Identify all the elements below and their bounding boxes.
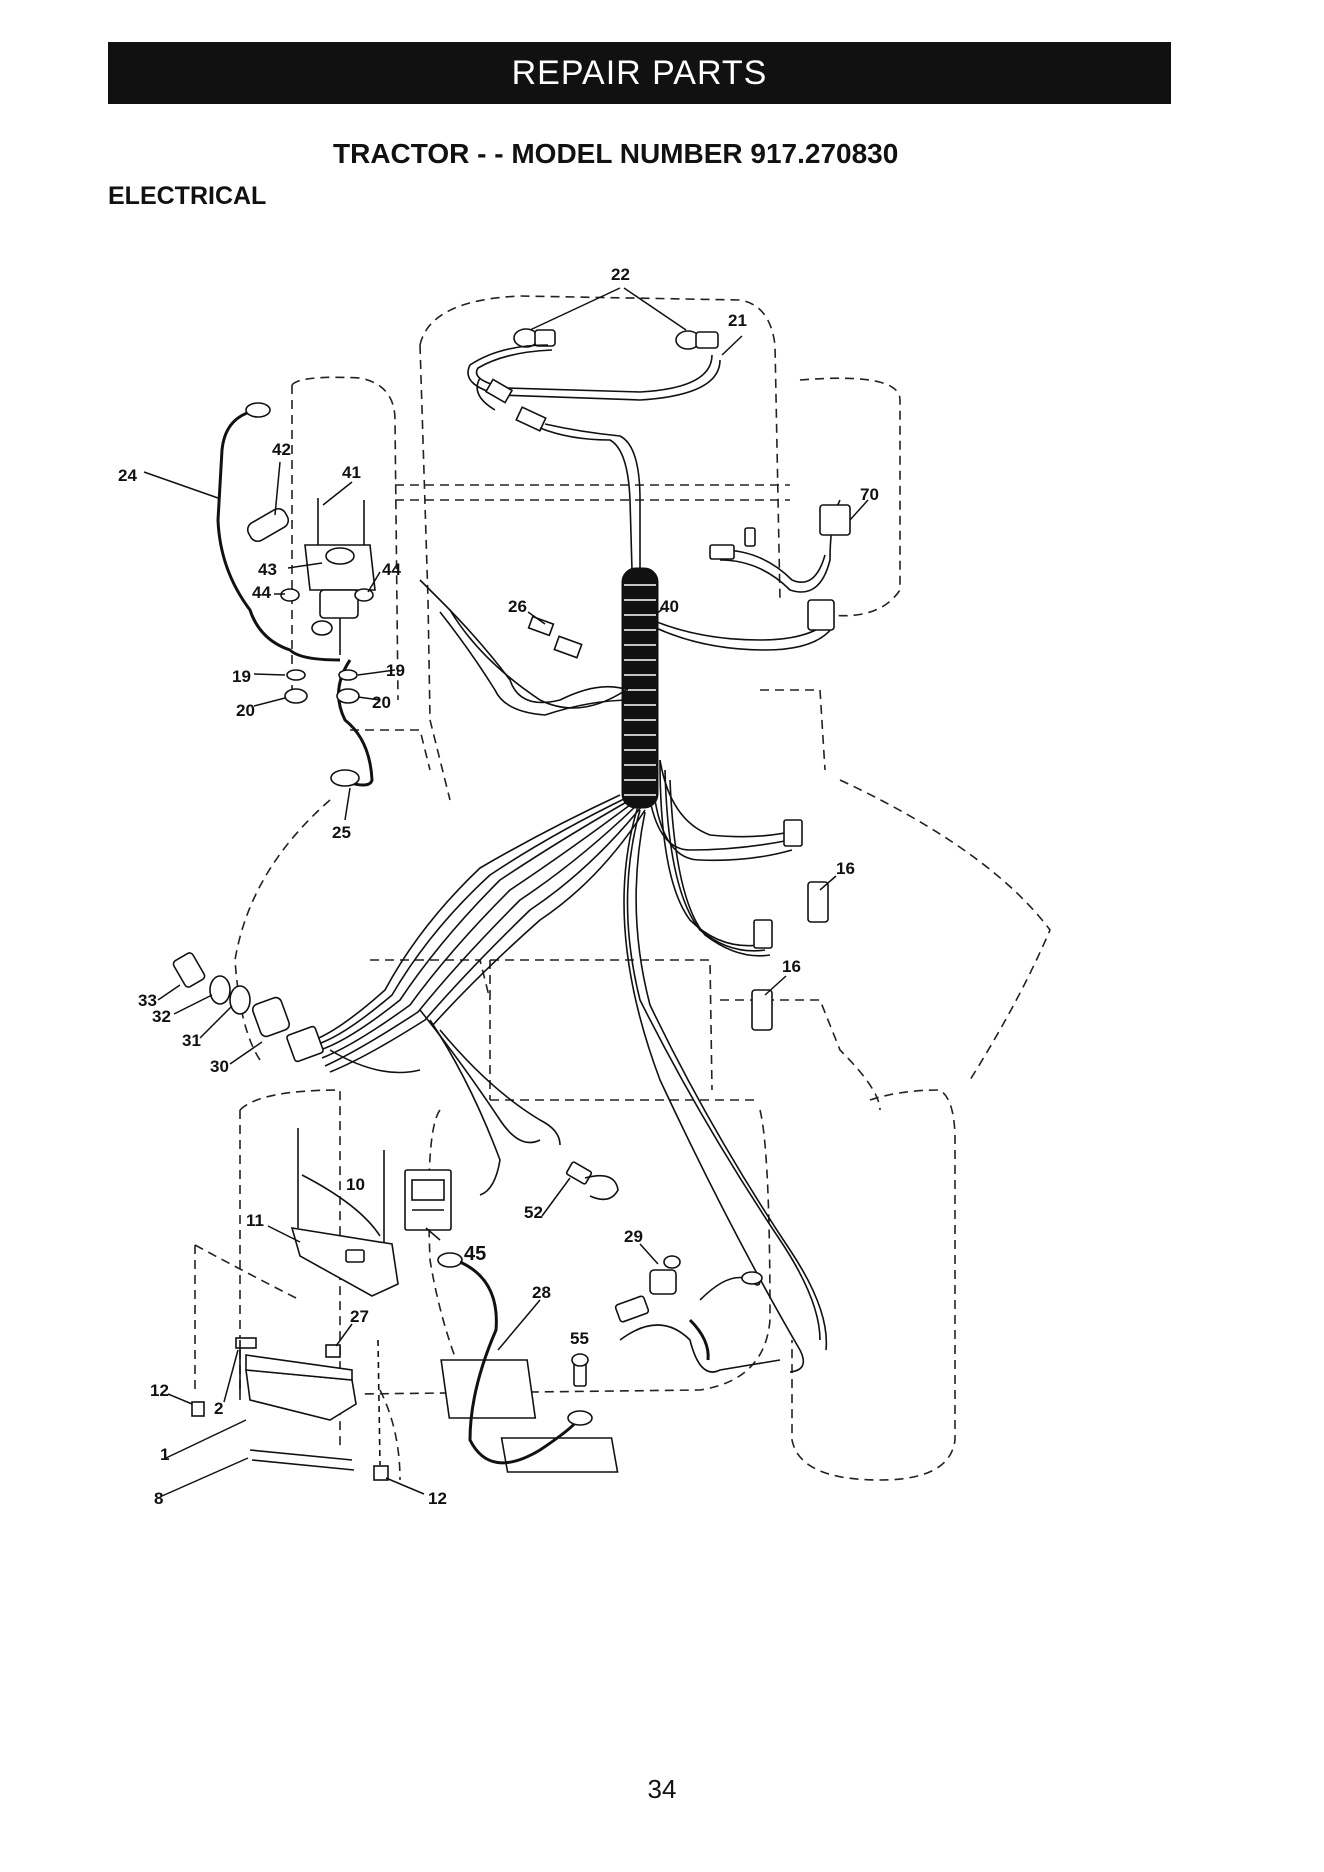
part-26-fuse <box>529 617 582 658</box>
callout-19-right: 19 <box>386 661 405 680</box>
callout-55: 55 <box>570 1329 589 1348</box>
callout-labels: 22 21 24 42 41 70 43 44 44 26 40 19 19 2… <box>118 265 879 1508</box>
callout-8: 8 <box>154 1489 163 1508</box>
callout-27: 27 <box>350 1307 369 1326</box>
leader-lines <box>144 288 868 1496</box>
callout-24: 24 <box>118 466 137 485</box>
callout-22: 22 <box>611 265 630 284</box>
callout-42: 42 <box>272 440 291 459</box>
callout-31: 31 <box>182 1031 201 1050</box>
callout-16-upper: 16 <box>836 859 855 878</box>
callout-16-lower: 16 <box>782 957 801 976</box>
coiled-harness <box>622 568 658 808</box>
switch-29 <box>650 1256 680 1294</box>
hour-meter-45 <box>405 1170 451 1230</box>
callout-10: 10 <box>346 1175 365 1194</box>
callout-52: 52 <box>524 1203 543 1222</box>
seat-switch-harness <box>615 1272 780 1372</box>
callout-12-right: 12 <box>428 1489 447 1508</box>
callout-20-right: 20 <box>372 693 391 712</box>
headlight-harness <box>468 329 720 570</box>
switches-16 <box>752 820 828 1030</box>
callout-44-right: 44 <box>382 560 401 579</box>
page-number: 34 <box>0 1774 1324 1805</box>
callout-43: 43 <box>258 560 277 579</box>
callout-70: 70 <box>860 485 879 504</box>
callout-11: 11 <box>246 1211 264 1230</box>
callout-28: 28 <box>532 1283 551 1302</box>
callout-2: 2 <box>214 1399 223 1418</box>
callout-12-left: 12 <box>150 1381 169 1400</box>
callout-20-left: 20 <box>236 701 255 720</box>
callout-30: 30 <box>210 1057 229 1076</box>
callout-21: 21 <box>728 311 747 330</box>
callout-40: 40 <box>660 597 679 616</box>
callout-29: 29 <box>624 1227 643 1246</box>
callout-45: 45 <box>464 1243 486 1265</box>
callout-44-left: 44 <box>252 583 271 602</box>
bulb-52 <box>566 1161 618 1199</box>
callout-41: 41 <box>342 463 361 482</box>
callout-25: 25 <box>332 823 351 842</box>
callout-19-left: 19 <box>232 667 251 686</box>
washers-19-20 <box>285 670 359 703</box>
callout-26: 26 <box>508 597 527 616</box>
callout-1: 1 <box>160 1445 169 1464</box>
callout-32: 32 <box>152 1007 171 1026</box>
cable-28 <box>438 1253 592 1463</box>
